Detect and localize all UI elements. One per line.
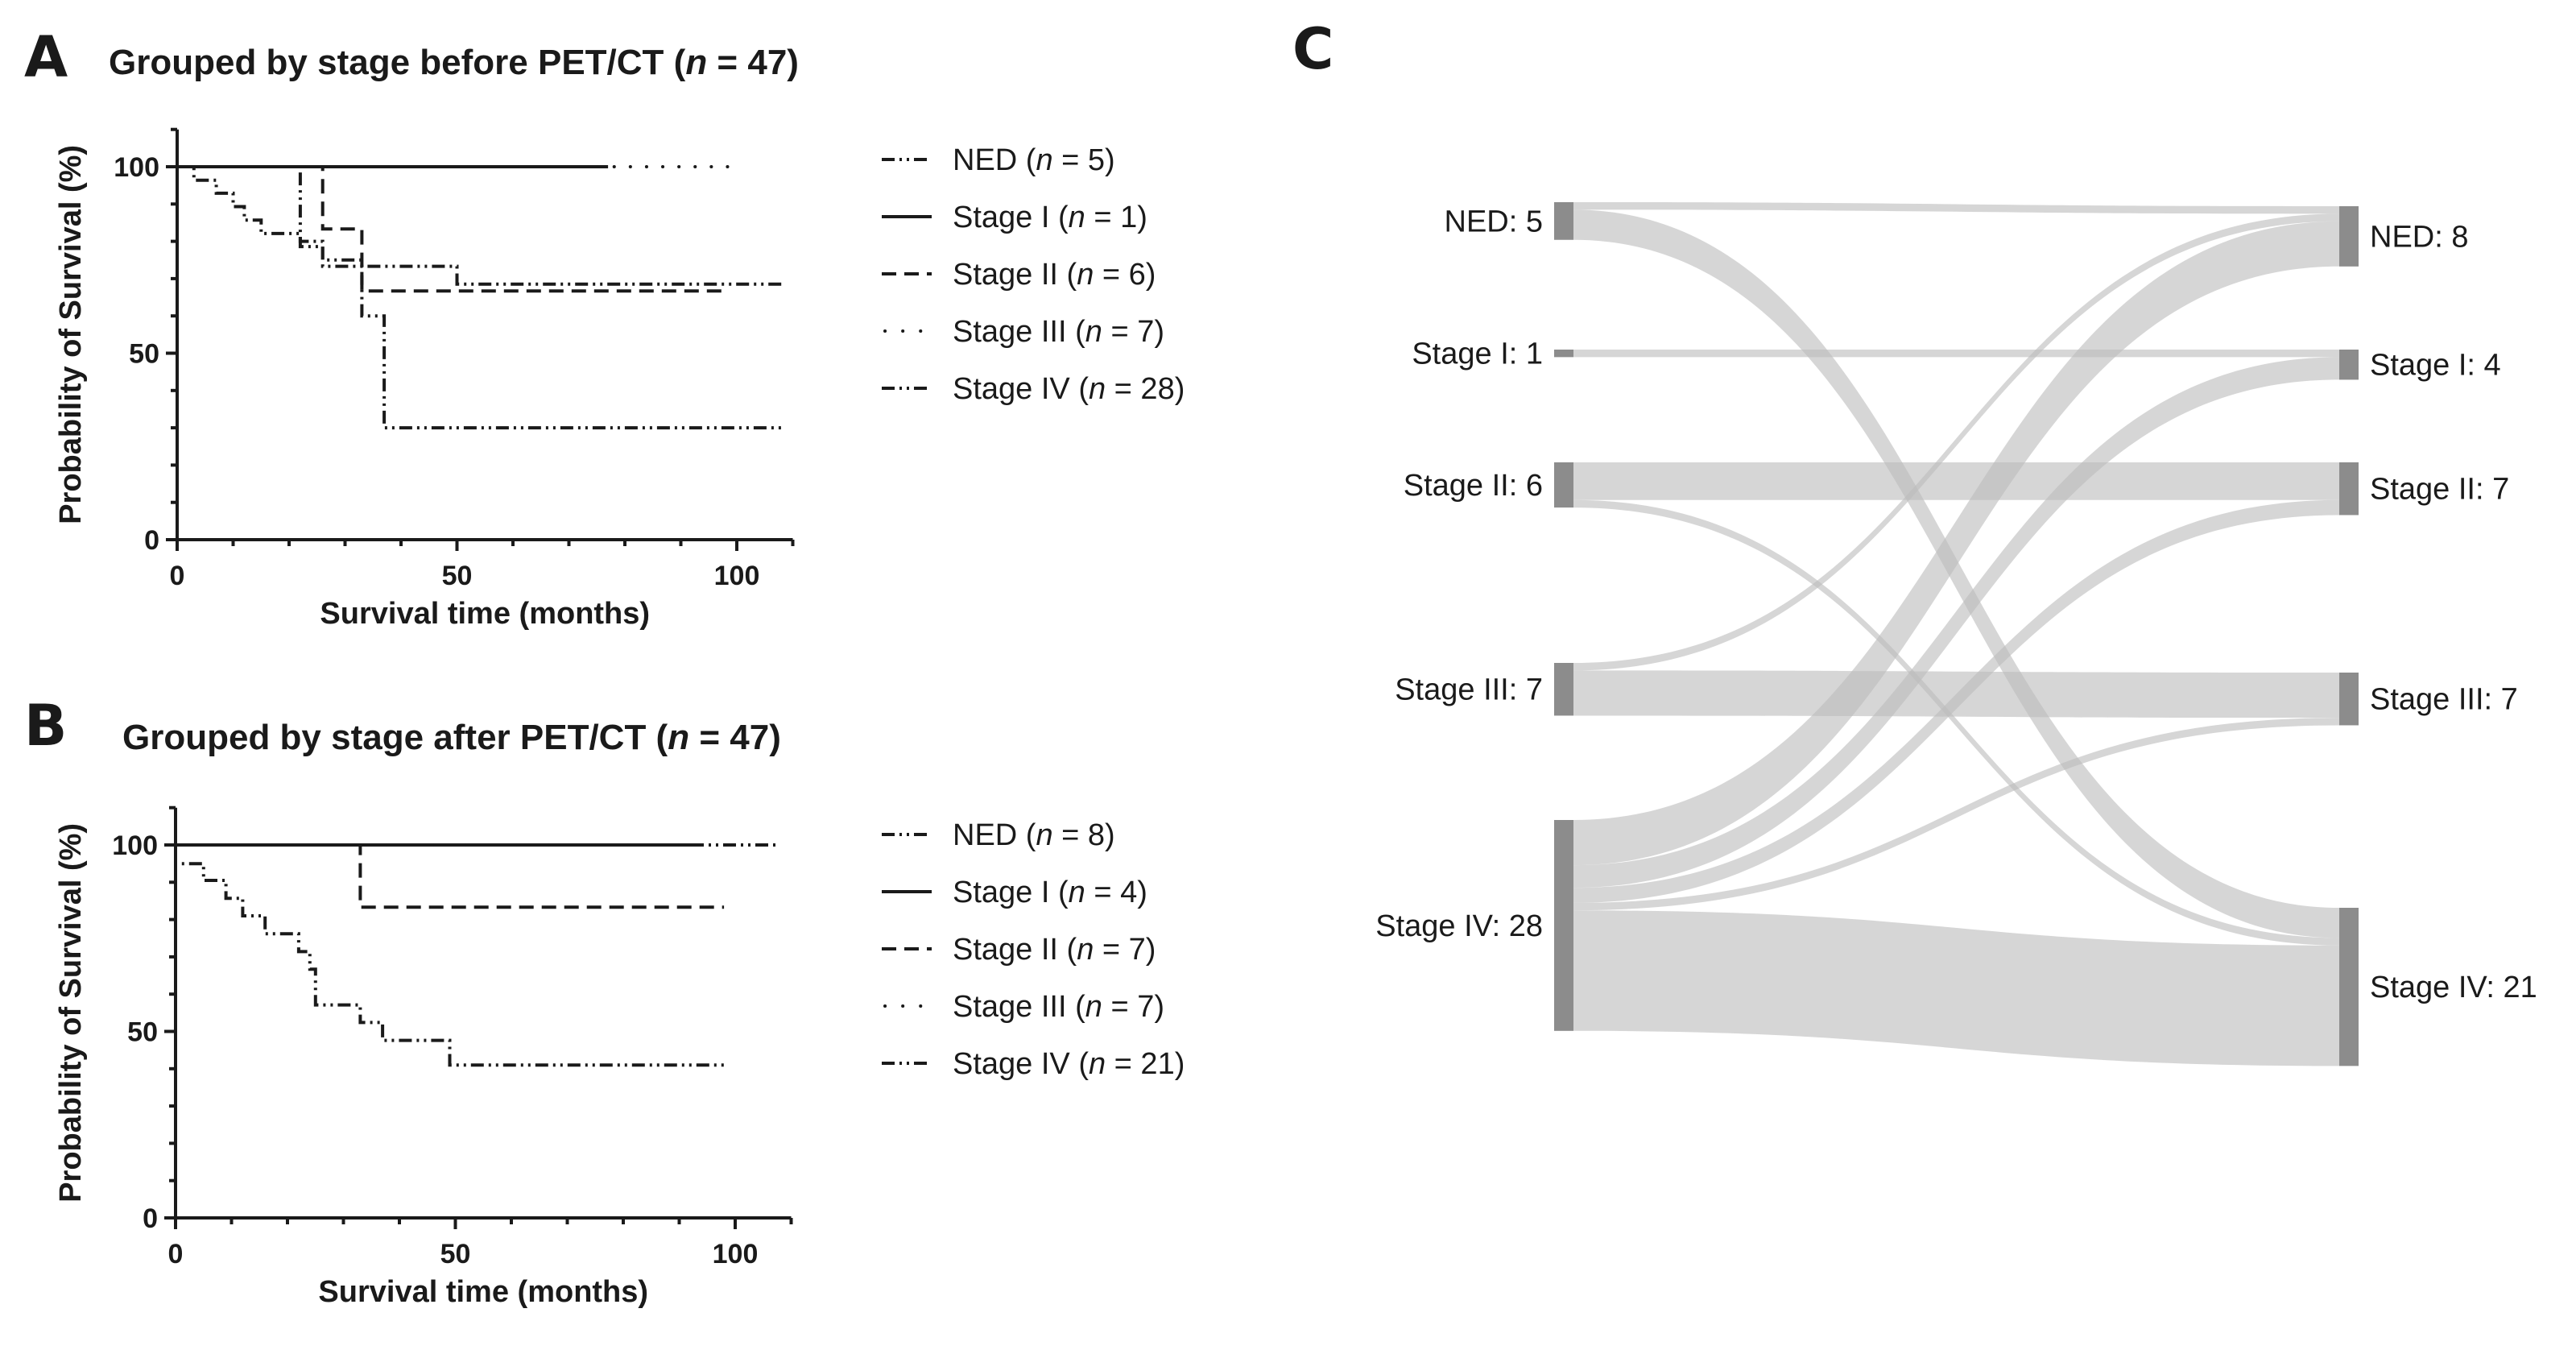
left-node-label: Stage III: 7 xyxy=(1395,673,1543,707)
left-node-label: Stage II: 6 xyxy=(1404,469,1543,503)
flow-stage-iv-to-ned xyxy=(1573,221,2339,866)
survival-curve-stage-ii xyxy=(177,165,726,293)
legend-label: Stage I (n = 4) xyxy=(953,876,1147,909)
right-node-stage-iv xyxy=(2339,908,2359,1066)
left-node-label: NED: 5 xyxy=(1445,205,1543,238)
x-axis-label: Survival time (months) xyxy=(320,597,650,631)
flow-stage-iv-to-stage-iv xyxy=(1573,910,2339,1066)
panel-a-title: Grouped by stage before PET/CT (n = 47) xyxy=(109,43,799,82)
y-axis-label: Probability of Survival (%) xyxy=(54,145,88,524)
panel-b-title: Grouped by stage after PET/CT (n = 47) xyxy=(122,718,781,757)
y-tick-label: 50 xyxy=(127,1017,158,1048)
right-node-label: Stage III: 7 xyxy=(2370,683,2518,717)
right-node-label: Stage I: 4 xyxy=(2370,349,2501,383)
panel-letter-c: C xyxy=(1292,16,1333,82)
flow-ned-to-ned xyxy=(1573,202,2339,214)
survival-curve-stage-iv xyxy=(177,165,782,430)
x-tick-label: 50 xyxy=(442,561,473,591)
y-tick-label: 0 xyxy=(143,1203,158,1234)
survival-curve-stage-iv xyxy=(174,845,725,1067)
survival-curve-stage-ii xyxy=(176,843,725,909)
x-tick-label: 0 xyxy=(168,1239,184,1269)
legend-label: NED (n = 5) xyxy=(953,143,1115,177)
right-node-label: NED: 8 xyxy=(2370,220,2468,254)
right-node-stage-ii xyxy=(2339,462,2359,516)
legend-label: Stage III (n = 7) xyxy=(953,990,1164,1024)
panel-letter-b: B xyxy=(24,693,67,759)
legend-label: Stage III (n = 7) xyxy=(953,315,1164,349)
sankey-chart-c: NED: 5 Stage I: 1 Stage II: 6 Stage III: 7 S… xyxy=(1375,202,2537,1066)
y-tick-label: 0 xyxy=(144,525,159,556)
right-node-label: Stage IV: 21 xyxy=(2370,971,2537,1004)
legend-label: Stage II (n = 6) xyxy=(953,258,1156,292)
survival-curve-ned xyxy=(177,165,782,286)
x-axis-label: Survival time (months) xyxy=(318,1275,648,1309)
flow-stage-iv-to-stage-iii xyxy=(1573,718,2339,911)
left-node-label: Stage I: 1 xyxy=(1412,338,1543,371)
y-tick-label: 50 xyxy=(129,339,159,370)
y-tick-label: 100 xyxy=(112,830,158,861)
right-node-stage-iii xyxy=(2339,673,2359,726)
legend-label: Stage II (n = 7) xyxy=(953,933,1156,967)
y-axis-label: Probability of Survival (%) xyxy=(54,823,88,1203)
y-tick-label: 100 xyxy=(114,152,159,183)
legend-label: Stage IV (n = 28) xyxy=(953,372,1185,406)
left-node-ned xyxy=(1554,202,1573,240)
right-node-label: Stage II: 7 xyxy=(2370,473,2509,507)
x-tick-label: 100 xyxy=(714,561,760,591)
flow-stage-iii-to-ned xyxy=(1573,213,2339,671)
flow-stage-iv-to-stage-ii xyxy=(1573,499,2339,903)
right-node-stage-i xyxy=(2339,350,2359,380)
legend-label: NED (n = 8) xyxy=(953,818,1115,852)
left-node-label: Stage IV: 28 xyxy=(1375,909,1543,943)
x-tick-label: 0 xyxy=(170,561,185,591)
flow-stage-i-to-stage-i xyxy=(1573,350,2339,358)
flow-stage-iv-to-stage-i xyxy=(1573,357,2339,888)
flow-ned-to-stage-iv xyxy=(1573,209,2339,938)
left-node-stage-iii xyxy=(1554,663,1573,716)
flow-stage-ii-to-stage-iv xyxy=(1573,499,2339,946)
legend-label: Stage I (n = 1) xyxy=(953,201,1147,234)
left-node-stage-i xyxy=(1554,350,1573,358)
legend-label: Stage IV (n = 21) xyxy=(953,1047,1185,1081)
left-node-stage-iv xyxy=(1554,820,1573,1031)
left-node-stage-ii xyxy=(1554,462,1573,508)
flow-stage-ii-to-stage-ii xyxy=(1573,462,2339,500)
panel-letter-a: A xyxy=(24,24,68,90)
x-tick-label: 100 xyxy=(713,1239,759,1269)
right-node-ned xyxy=(2339,206,2359,267)
x-tick-label: 50 xyxy=(440,1239,471,1269)
